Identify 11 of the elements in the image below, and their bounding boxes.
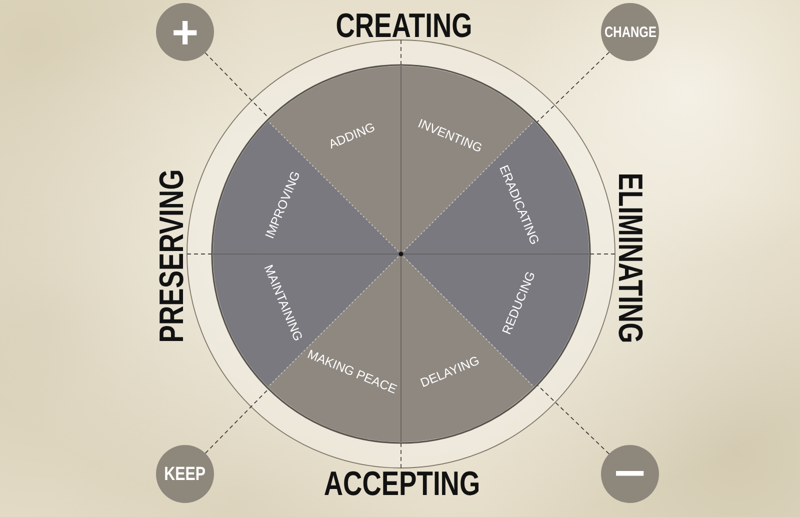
quadrant-heading: CREATING bbox=[336, 9, 472, 43]
circle-label: − bbox=[614, 452, 646, 496]
connector-line bbox=[536, 52, 610, 123]
circle-label: KEEP bbox=[164, 464, 206, 484]
quadrant-heading: ACCEPTING bbox=[324, 467, 480, 501]
connector-line bbox=[204, 388, 270, 454]
circle-label: + bbox=[172, 9, 198, 55]
quadrant-heading: ELIMINATING bbox=[613, 172, 647, 344]
connector-line bbox=[536, 384, 610, 454]
quadrant-heading: PRESERVING bbox=[155, 169, 189, 343]
circle-label: CHANGE bbox=[604, 24, 656, 40]
